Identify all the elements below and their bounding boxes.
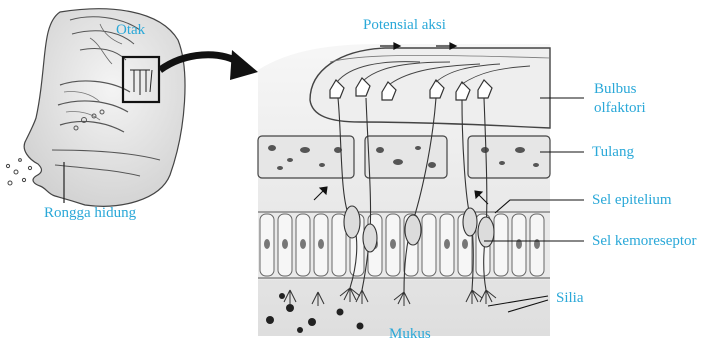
olfactory-bulb xyxy=(310,48,550,128)
label-chemoreceptor-cell: Sel kemoreseptor xyxy=(592,233,697,249)
label-epithelial-cell: Sel epitelium xyxy=(592,192,672,208)
label-brain: Otak xyxy=(116,22,145,38)
olfactory-epithelium-panel xyxy=(258,40,550,336)
bone-layer xyxy=(258,136,550,178)
label-nasal-cavity: Rongga hidung xyxy=(44,205,136,221)
label-olfactory-bulb-line2: olfaktori xyxy=(594,100,646,116)
label-cilia: Silia xyxy=(556,290,584,306)
head-cross-section xyxy=(6,9,185,206)
epithelial-layer xyxy=(258,210,550,280)
label-bone: Tulang xyxy=(592,144,634,160)
label-action-potential: Potensial aksi xyxy=(363,17,446,33)
label-olfactory-bulb-line1: Bulbus xyxy=(594,81,637,97)
